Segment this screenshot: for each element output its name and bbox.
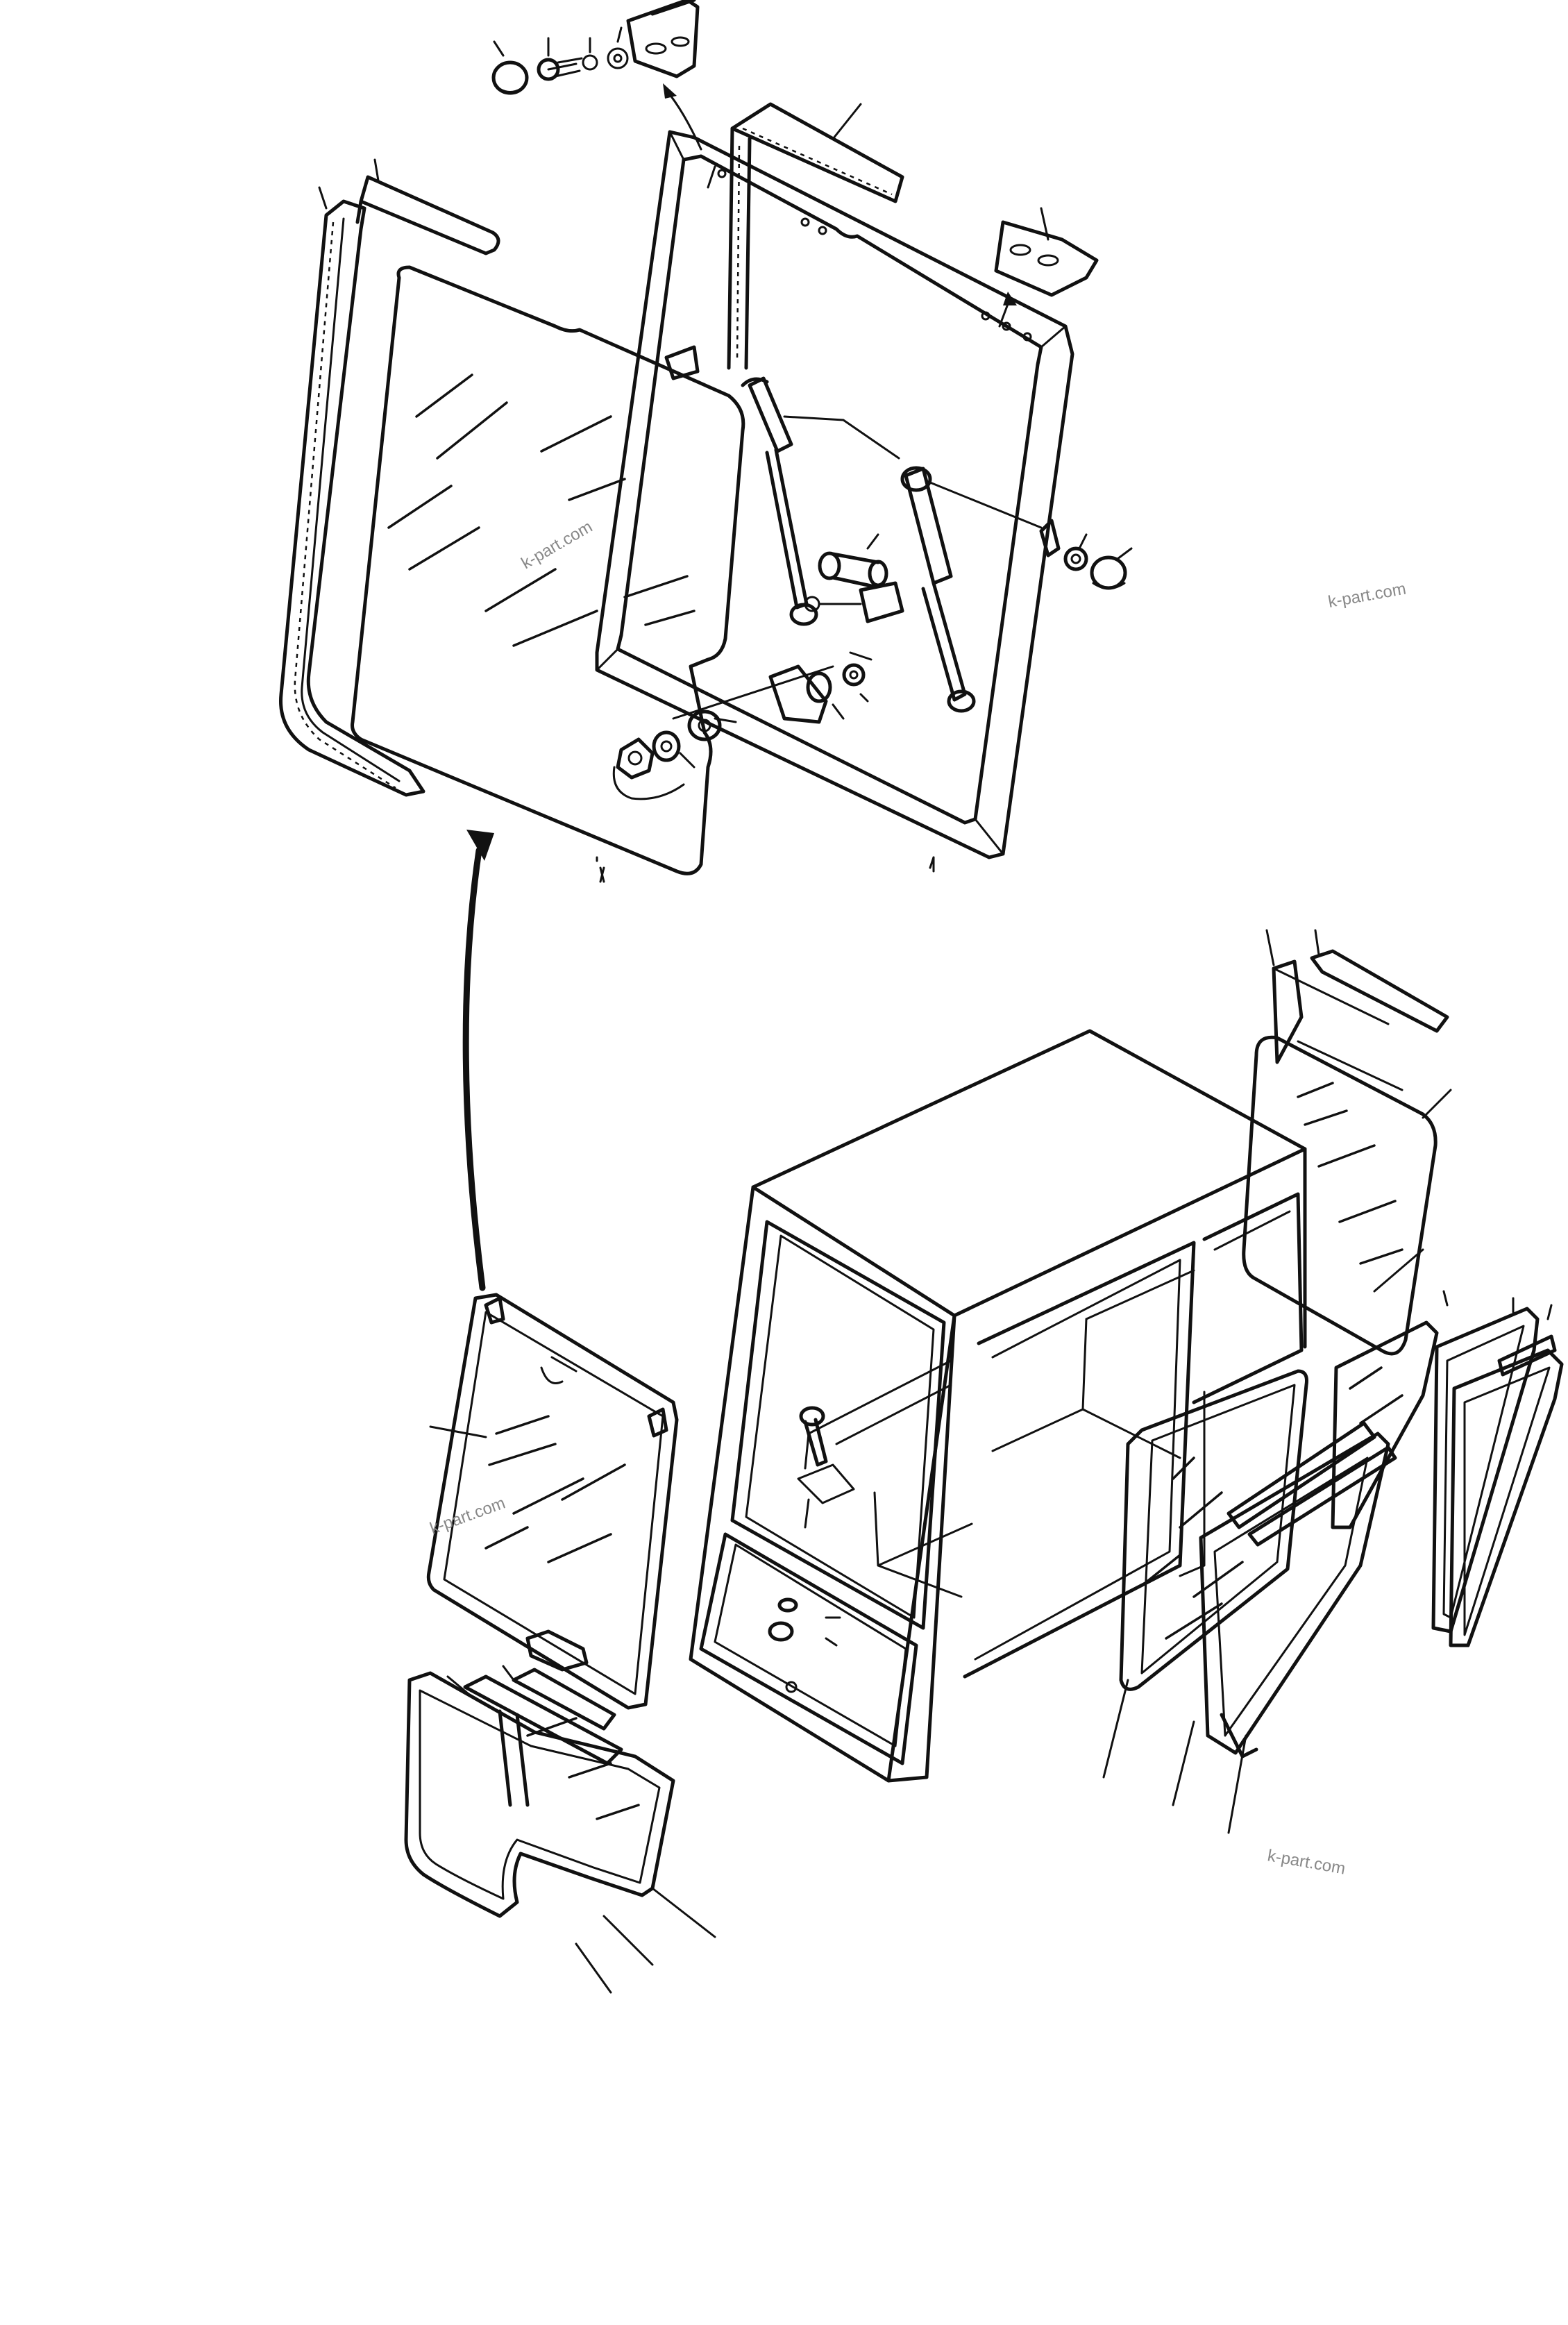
watermark-2: k-part.com <box>1326 580 1407 612</box>
top-window-assembly: k-part.com k-part.com <box>279 0 1408 883</box>
cab-body <box>689 1029 1307 1783</box>
seal-strip-top <box>727 102 904 370</box>
side-windows <box>1102 929 1564 1834</box>
fastener-row-top <box>491 26 629 95</box>
cab-hardware <box>768 1406 855 1693</box>
pivot-pin <box>804 533 904 623</box>
gas-strut-right <box>900 466 1043 713</box>
assembly-arrow <box>462 830 494 1291</box>
door-seals <box>404 1665 716 1994</box>
gas-strut-left <box>741 376 900 626</box>
watermark-1: k-part.com <box>519 517 596 573</box>
hinge-right <box>994 207 1099 297</box>
window-frame <box>595 130 1074 869</box>
fastener-row-right <box>1039 519 1133 590</box>
hinge-top <box>626 0 700 78</box>
glass-pane-top <box>351 265 745 883</box>
seal-loop-top <box>279 158 935 883</box>
latch-hardware <box>612 651 872 800</box>
door-panel <box>426 1293 679 1710</box>
watermark-4: k-part.com <box>1266 1846 1347 1878</box>
